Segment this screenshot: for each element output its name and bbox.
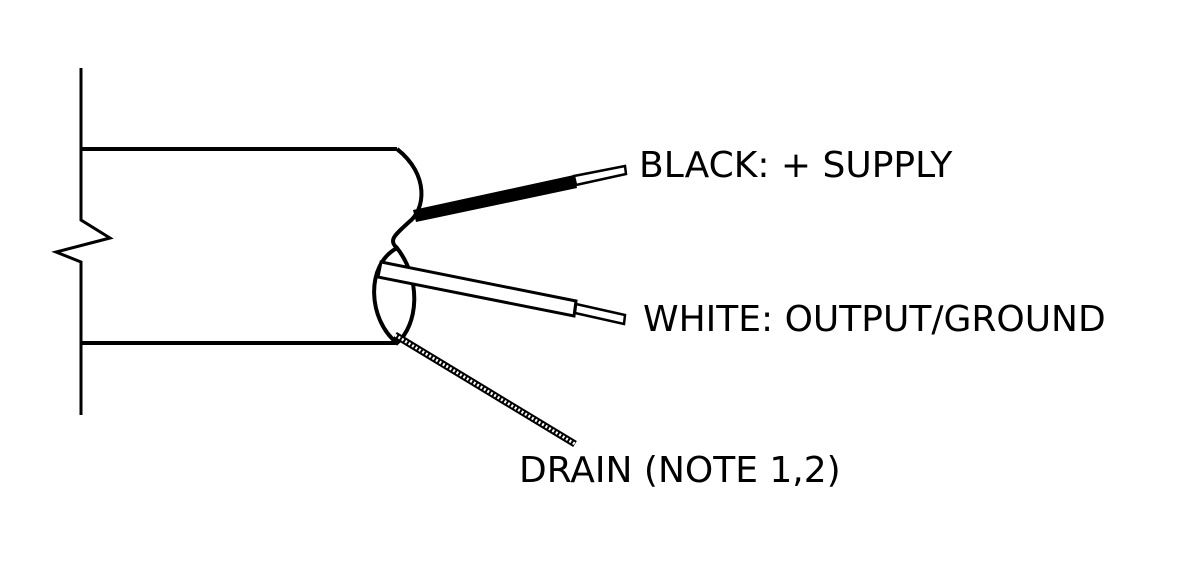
white-wire-insulation (376, 260, 578, 318)
black-wire-insulation (413, 175, 577, 222)
cable-end-curve-upper (391, 147, 424, 250)
black-wire-label: BLACK: + SUPPLY (639, 145, 953, 186)
drain-wire-strand (394, 333, 576, 446)
cable-break-line (51, 68, 114, 415)
white-wire-label: WHITE: OUTPUT/GROUND (643, 299, 1106, 340)
drain-wire-label: DRAIN (NOTE 1,2) (519, 450, 841, 491)
white-wire-conductor (573, 302, 627, 326)
black-wire-conductor (572, 164, 628, 187)
